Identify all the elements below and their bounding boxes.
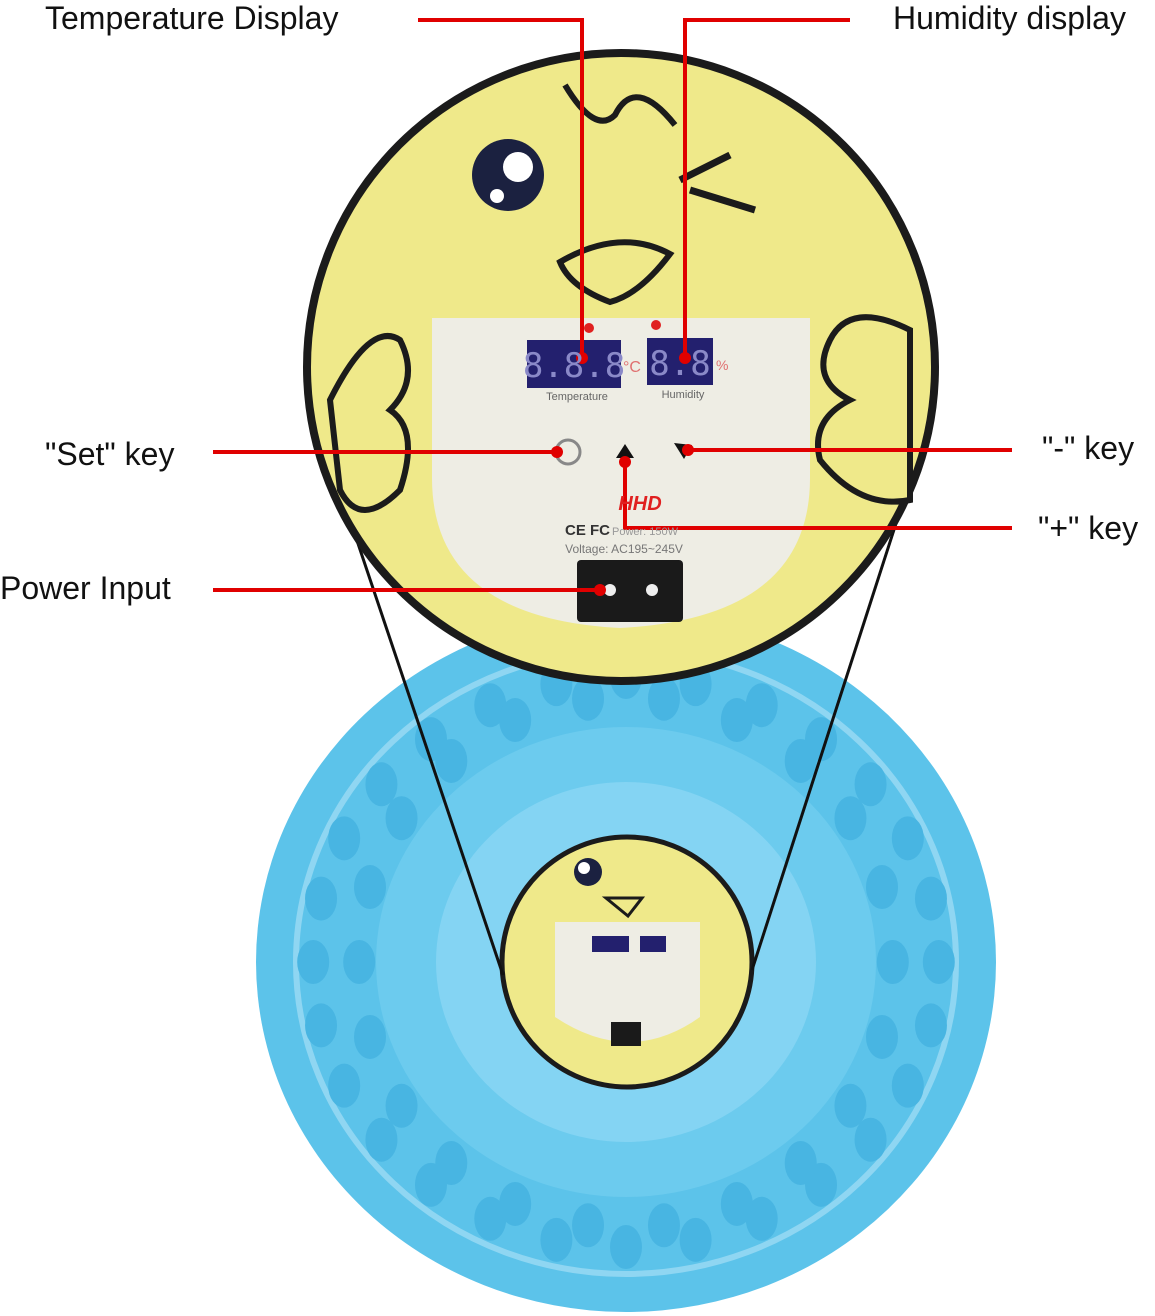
callout-lines: [213, 18, 1012, 592]
small-controller: [499, 834, 755, 1090]
egg-slot: [385, 796, 418, 841]
egg-slot: [720, 698, 753, 743]
label-plus-key: "+" key: [1038, 510, 1139, 546]
voltage-rating: Voltage: AC195~245V: [565, 542, 683, 556]
humidity-display: [647, 338, 713, 385]
label-humidity-display: Humidity display: [893, 0, 1126, 36]
egg-slot: [540, 1217, 573, 1262]
egg-slot: [435, 738, 468, 783]
egg-slot: [365, 762, 398, 807]
plus-key[interactable]: [616, 444, 634, 458]
temperature-unit: °C: [623, 359, 641, 376]
egg-slot: [679, 1217, 712, 1262]
egg-slot: [297, 940, 330, 984]
humidity-unit: %: [716, 357, 728, 373]
egg-slot: [572, 676, 605, 721]
egg-slot: [745, 683, 778, 728]
main-controller: [303, 49, 939, 685]
egg-slot: [865, 865, 898, 910]
egg-slot: [474, 683, 507, 728]
egg-slot: [305, 1003, 338, 1048]
egg-slot: [720, 1181, 753, 1226]
egg-slot: [784, 738, 817, 783]
egg-slot: [914, 1003, 947, 1048]
egg-slot: [647, 676, 680, 721]
egg-slot: [854, 762, 887, 807]
humidity-readout: 8.8: [649, 344, 710, 384]
egg-slot: [354, 1014, 387, 1059]
temperature-caption: Temperature: [546, 391, 608, 403]
egg-slot: [834, 796, 867, 841]
label-minus-key: "-" key: [1042, 430, 1135, 466]
egg-slot: [784, 1141, 817, 1186]
egg-slot: [922, 940, 955, 984]
egg-slot: [745, 1196, 778, 1241]
egg-slot: [305, 876, 338, 921]
egg-slot: [474, 1196, 507, 1241]
label-set-key: "Set" key: [45, 436, 175, 472]
egg-slot: [499, 698, 532, 743]
egg-slot: [343, 940, 376, 984]
egg-slot: [328, 1063, 361, 1108]
cert-marks: CE FC: [565, 522, 610, 539]
label-temperature-display: Temperature Display: [45, 0, 339, 36]
power-socket[interactable]: [577, 560, 683, 622]
egg-slot: [865, 1014, 898, 1059]
egg-slot: [610, 1225, 642, 1269]
power-rating: Power: 150W: [612, 526, 679, 538]
egg-slot: [834, 1083, 867, 1128]
egg-slot: [891, 1063, 924, 1108]
egg-slot: [365, 1117, 398, 1162]
temperature-readout: 8.8.8: [523, 346, 625, 386]
egg-slot: [891, 816, 924, 861]
brand-logo: HHD: [618, 493, 661, 515]
humidity-caption: Humidity: [662, 389, 705, 401]
label-power-input: Power Input: [0, 570, 171, 606]
egg-slot: [854, 1117, 887, 1162]
egg-slot: [914, 876, 947, 921]
egg-slot: [572, 1203, 605, 1248]
egg-slot: [647, 1203, 680, 1248]
egg-slot: [876, 940, 909, 984]
egg-slot: [328, 816, 361, 861]
egg-slot: [435, 1141, 468, 1186]
egg-slot: [354, 865, 387, 910]
egg-slot: [499, 1181, 532, 1226]
temperature-display: [527, 340, 621, 388]
egg-slot: [385, 1083, 418, 1128]
